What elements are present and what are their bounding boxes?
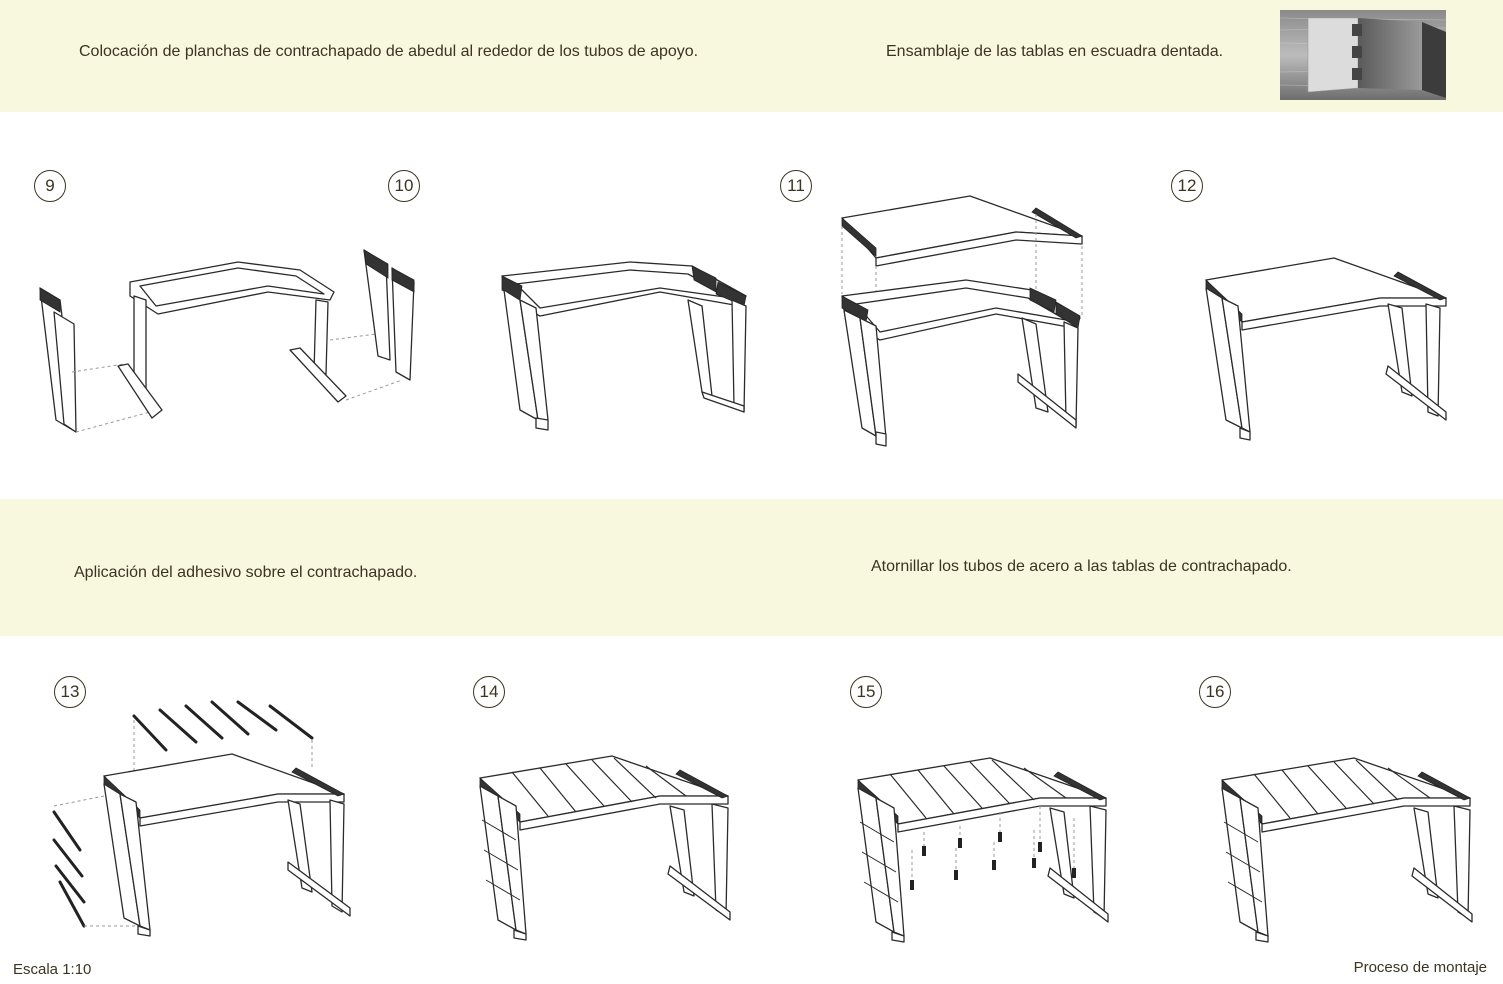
- dovetail-joint-photo: [1280, 10, 1446, 100]
- step-number-15: 15: [850, 676, 882, 708]
- step-number-9: 9: [34, 170, 66, 202]
- caption-dovetail-assembly: Ensamblaje de las tablas en escuadra den…: [886, 43, 1224, 60]
- step-number-14: 14: [473, 676, 505, 708]
- scale-label: Escala 1:10: [13, 961, 92, 978]
- caption-adhesive: Aplicación del adhesivo sobre el contrac…: [74, 564, 418, 581]
- top-caption-band: [0, 0, 1503, 112]
- middle-caption-band: [0, 499, 1503, 636]
- sheet-title: Proceso de montaje: [1353, 959, 1487, 976]
- caption-screw-tubes: Atornillar los tubos de acero a las tabl…: [871, 558, 1292, 575]
- step-number-13: 13: [54, 676, 86, 708]
- step-number-16: 16: [1199, 676, 1231, 708]
- step-number-11: 11: [780, 170, 812, 202]
- step-number-12: 12: [1171, 170, 1203, 202]
- step-number-10: 10: [388, 170, 420, 202]
- caption-birch-plywood: Colocación de planchas de contrachapado …: [79, 43, 699, 60]
